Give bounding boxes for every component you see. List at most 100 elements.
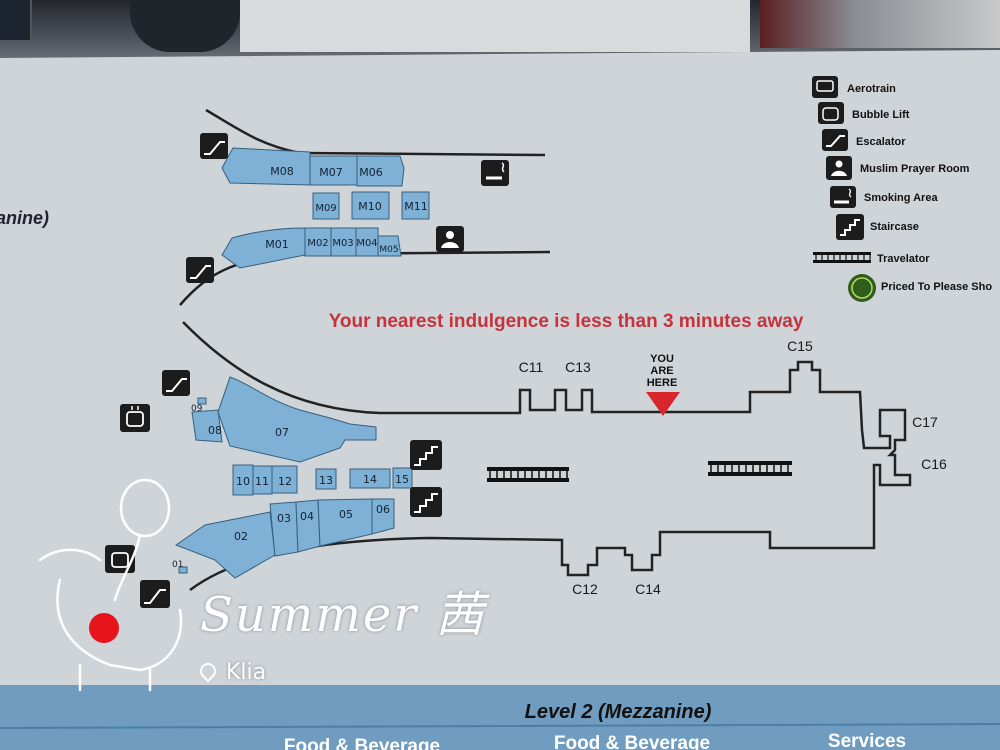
unit-label: 06 <box>376 503 390 516</box>
doodle-sticker <box>38 478 183 692</box>
you-are-here-line: YOU <box>650 353 674 365</box>
unit-label: 01 <box>172 560 183 570</box>
legend-aerotrain: Aerotrain <box>812 76 896 98</box>
legend-staircase: Staircase <box>836 214 919 240</box>
unit-03[interactable] <box>269 501 299 557</box>
unit-row-3: M01 M02 M03 M04 M05 <box>221 227 402 269</box>
unit-label: M05 <box>379 245 398 255</box>
you-are-here-arrow <box>646 392 680 416</box>
you-are-here-line: HERE <box>647 377 678 389</box>
watermark-location: Klia <box>196 659 266 685</box>
legend-escalator: Escalator <box>822 129 906 151</box>
unit-04[interactable] <box>295 499 321 553</box>
travelator-icon <box>813 252 871 255</box>
escalator-icon <box>822 129 848 151</box>
unit-01[interactable] <box>178 566 188 574</box>
map-escalator-icon-3 <box>162 370 190 396</box>
unit-m07[interactable] <box>309 155 358 186</box>
unit-m01[interactable] <box>221 227 306 269</box>
unit-label: M02 <box>307 238 328 249</box>
unit-m10[interactable] <box>351 191 390 220</box>
gate-c12[interactable]: C12 <box>572 581 598 597</box>
background-desk <box>240 0 750 52</box>
unit-label: 08 <box>208 424 222 437</box>
travelator-1 <box>487 467 569 482</box>
unit-05[interactable] <box>317 498 373 547</box>
map-escalator-icon-1 <box>200 133 228 159</box>
gate-c11[interactable]: C11 <box>519 359 544 375</box>
unit-m09[interactable] <box>312 192 340 220</box>
smoking-icon <box>830 186 856 208</box>
map-escalator-icon-4 <box>140 580 170 608</box>
you-are-here-marker: YOU ARE HERE <box>646 353 680 416</box>
footer-heading-food-2: Food & Beverage <box>554 733 710 750</box>
unit-label: 13 <box>319 474 333 487</box>
svg-text:Priced To Please Sho: Priced To Please Sho <box>881 281 992 293</box>
travelator-2 <box>708 461 792 476</box>
unit-m08[interactable] <box>221 147 311 186</box>
unit-m05[interactable] <box>377 235 402 257</box>
watermark-name: Summer 茜 <box>200 587 486 643</box>
gate-c17[interactable]: C17 <box>912 414 938 430</box>
unit-m11[interactable] <box>401 191 430 220</box>
unit-label: M04 <box>356 238 377 249</box>
unit-label: 14 <box>363 473 377 486</box>
unit-label: 12 <box>278 475 292 488</box>
footer-heading-services: Services <box>828 731 906 750</box>
unit-12[interactable] <box>271 465 298 494</box>
map-smoking-icon <box>481 160 509 186</box>
legend-priced-to-please: Priced To Please Sho <box>848 274 992 302</box>
unit-label: M01 <box>265 238 289 251</box>
unit-02[interactable] <box>174 511 276 579</box>
left-edge-label: anine) <box>0 208 49 228</box>
you-are-here-line: ARE <box>650 365 673 377</box>
gate-c16[interactable]: C16 <box>921 456 947 472</box>
unit-label: 04 <box>300 510 314 523</box>
map-lift-icon-1 <box>120 404 150 432</box>
svg-text:Muslim Prayer Room: Muslim Prayer Room <box>860 163 970 175</box>
map-lift-icon-2 <box>105 545 135 573</box>
gate-c15[interactable]: C15 <box>787 338 813 354</box>
unit-06[interactable] <box>371 498 395 535</box>
map-prayer-room-icon <box>436 226 464 252</box>
aerotrain-icon <box>812 76 838 98</box>
unit-m03[interactable] <box>330 227 357 257</box>
unit-label: M08 <box>270 165 294 178</box>
board-footer <box>0 685 1000 750</box>
unit-m06[interactable] <box>356 155 405 187</box>
lower-units: 09 08 07 10 11 12 13 14 15 02 03 04 05 0… <box>172 376 413 579</box>
unit-label: 05 <box>339 508 353 521</box>
gate-c14[interactable]: C14 <box>635 581 661 597</box>
unit-m02[interactable] <box>304 227 332 257</box>
map-staircase-icon-1 <box>410 440 442 470</box>
legend-travelator: Travelator <box>813 252 930 265</box>
unit-label: M09 <box>315 203 336 214</box>
map-staircase-icon-2 <box>410 487 442 517</box>
unit-label: 10 <box>236 475 250 488</box>
prayer-room-icon <box>826 156 852 180</box>
unit-07[interactable] <box>217 376 377 463</box>
unit-label: M10 <box>358 200 382 213</box>
unit-08[interactable] <box>191 409 223 443</box>
unit-label: 03 <box>277 512 291 525</box>
unit-14[interactable] <box>349 468 391 489</box>
unit-label: M03 <box>332 238 353 249</box>
unit-15[interactable] <box>392 467 413 489</box>
unit-label: M11 <box>404 200 428 213</box>
unit-label: 09 <box>191 404 203 414</box>
background-monitor <box>0 0 32 40</box>
legend: Aerotrain Bubble Lift Escalator Muslim P… <box>812 76 992 302</box>
unit-row-2: M09 M10 M11 <box>312 191 430 220</box>
unit-13[interactable] <box>315 468 337 490</box>
background-person <box>130 0 240 52</box>
headline: Your nearest indulgence is less than 3 m… <box>329 311 804 332</box>
concourse-outline <box>182 321 912 592</box>
unit-label: 07 <box>275 426 289 439</box>
unit-09[interactable] <box>197 397 207 405</box>
gate-c13[interactable]: C13 <box>565 359 591 375</box>
unit-label: M06 <box>359 166 383 179</box>
legend-bubble-lift: Bubble Lift <box>818 102 910 124</box>
svg-text:Staircase: Staircase <box>870 221 919 233</box>
unit-label: 11 <box>255 475 269 488</box>
